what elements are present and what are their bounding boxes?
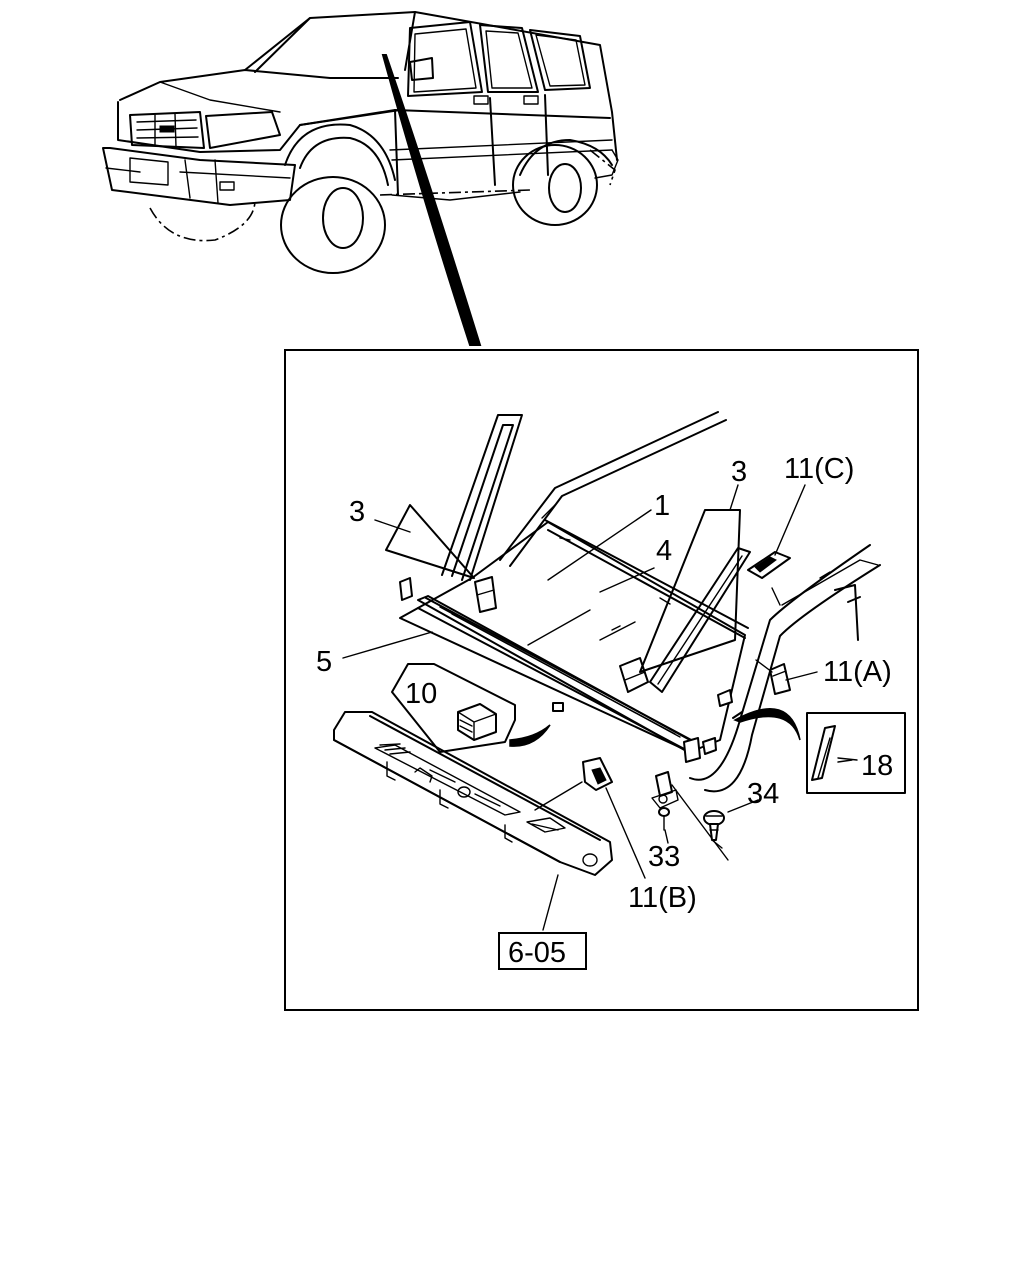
detail-frame — [284, 349, 919, 1011]
callout-5: 5 — [316, 646, 332, 678]
callout-3-right: 3 — [731, 456, 747, 488]
reference-label: 6-05 — [508, 937, 566, 969]
callout-33: 33 — [648, 841, 680, 873]
reference-box[interactable]: 6-05 — [498, 932, 587, 970]
callout-11b: 11(B) — [628, 882, 697, 914]
callout-3-left: 3 — [349, 496, 365, 528]
vehicle-overview — [102, 11, 619, 274]
callout-11c: 11(C) — [784, 453, 854, 485]
callout-labels: 1 4 3 3 11(C) 5 11(A) 10 18 34 33 11(B) — [316, 453, 893, 914]
callout-11a: 11(A) — [823, 656, 892, 688]
leader-lines — [342, 484, 858, 931]
windshield-detail — [333, 411, 906, 876]
callout-4: 4 — [656, 535, 672, 567]
callout-34: 34 — [747, 778, 779, 810]
callout-18: 18 — [861, 750, 893, 782]
callout-10: 10 — [405, 678, 437, 710]
callout-1: 1 — [654, 490, 670, 522]
leader-arrow — [381, 54, 482, 346]
